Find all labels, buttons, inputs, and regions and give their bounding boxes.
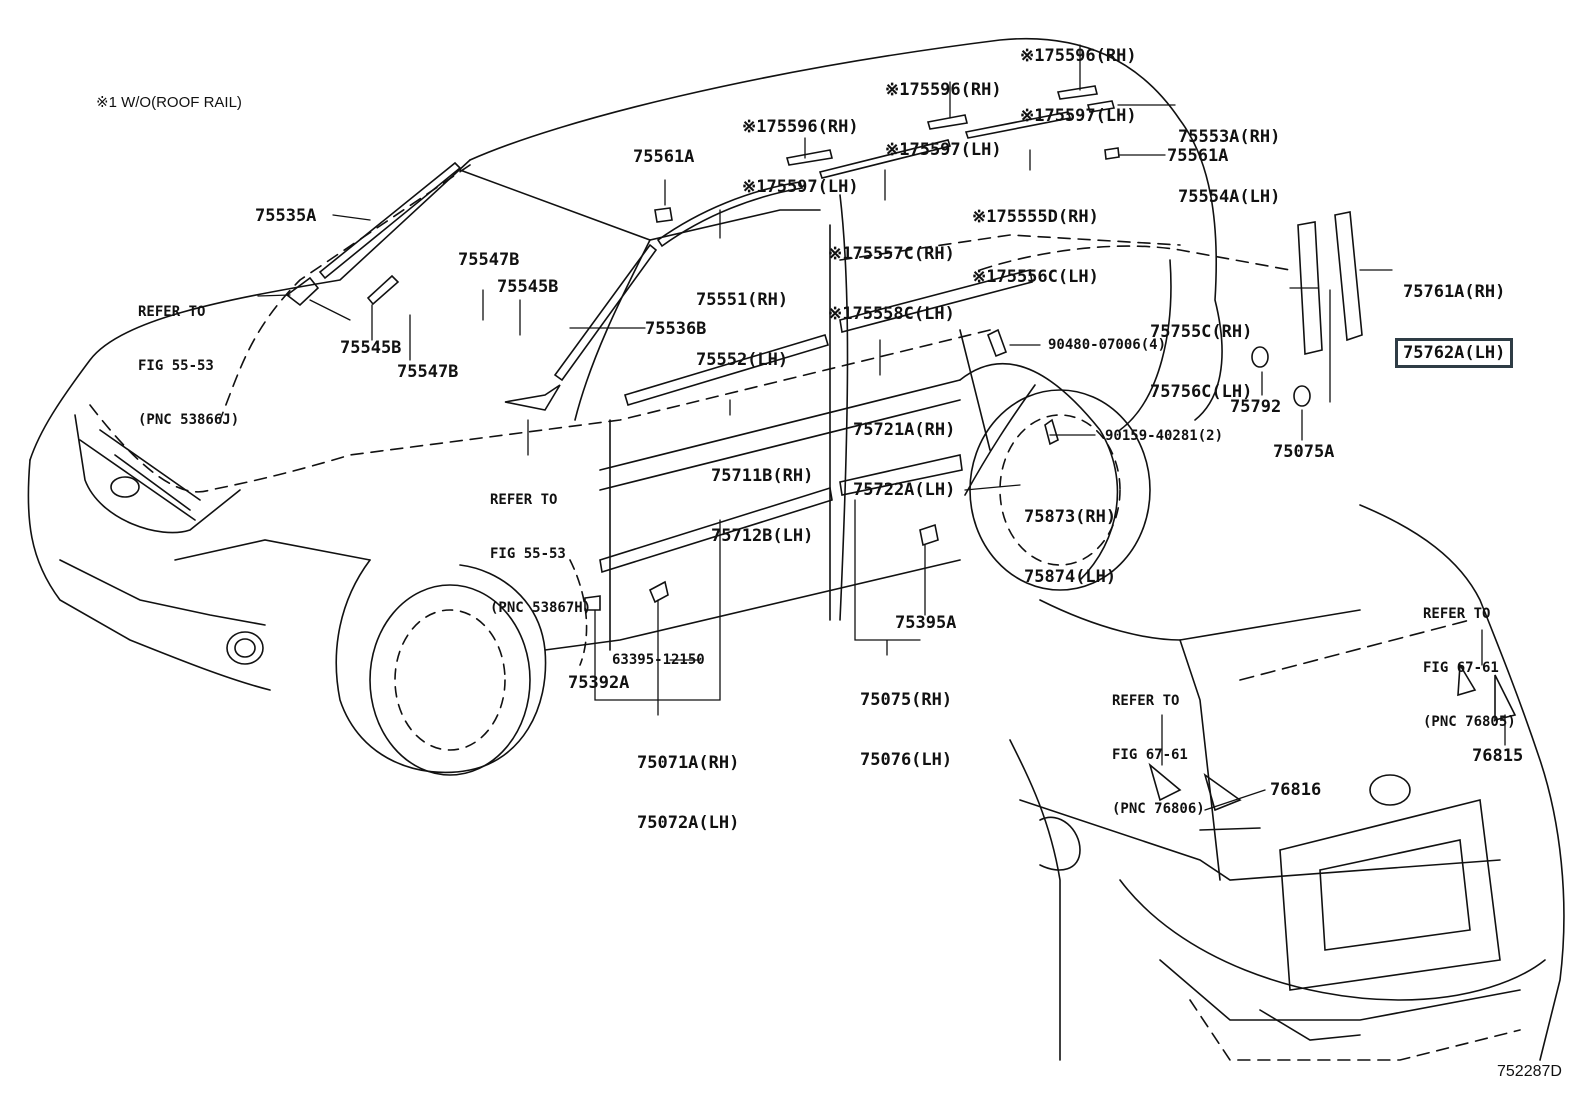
part-label-75721a-75722a[interactable]: 75721A(RH) 75722A(LH) [853,380,955,520]
lh-part: 75554A(LH) [1178,187,1281,207]
refer-line: FIG 55-53 [138,358,214,374]
part-label-75545b-left[interactable]: 75545B [340,338,402,358]
footnote-roof-rail: ※1 W/O(ROOF RAIL) [96,94,242,111]
refer-line: REFER TO [138,304,206,320]
part-label-75071a-75072a[interactable]: 75071A(RH) 75072A(LH) [637,713,739,853]
rh-part: 75721A(RH) [853,420,956,440]
part-label-76816[interactable]: 76816 [1270,780,1322,800]
part-label-75075-75076[interactable]: 75075(RH) 75076(LH) [860,650,952,790]
lh-part: ※175558C(LH) [828,304,955,324]
lh-part-highlighted[interactable]: 75762A(LH) [1394,338,1514,368]
rh-part: 75553A(RH) [1178,127,1281,147]
rh-part: 75873(RH) [1024,507,1117,527]
part-label-75075a[interactable]: 75075A [1273,442,1335,462]
refer-fig-67-61-b[interactable]: REFER TO FIG 67-61 (PNC 76805) [1423,569,1516,749]
part-label-75557c-75558c[interactable]: ※175557C(RH) ※175558C(LH) [828,204,955,344]
lh-part: 75072A(LH) [637,813,740,833]
refer-line: (PNC 76805) [1423,714,1516,730]
rh-part: ※175596(RH) [742,117,859,137]
part-label-75755c-75756c[interactable]: 75755C(RH) 75756C(LH) [1150,282,1252,422]
refer-line: FIG 67-61 [1423,660,1499,676]
refer-fig-67-61-a[interactable]: REFER TO FIG 67-61 (PNC 76806) [1112,656,1205,836]
part-shapes [285,85,1517,831]
lh-part: 75722A(LH) [853,480,956,500]
part-label-63395-12150[interactable]: 63395-12150 [612,652,705,668]
part-label-75551-75552[interactable]: 75551(RH) 75552(LH) [696,250,788,390]
rh-part: ※175557C(RH) [828,244,955,264]
rh-part: 75075(RH) [860,690,953,710]
part-label-75547b-mid[interactable]: 75547B [458,250,520,270]
part-label-75761a-75762a[interactable]: 75761A(RH) 75762A(LH) [1394,242,1514,384]
part-label-75545b-mid[interactable]: 75545B [497,277,559,297]
rh-part: ※175555D(RH) [972,207,1099,227]
rear-view-outline [1009,504,1565,1061]
part-label-75392a[interactable]: 75392A [568,673,630,693]
refer-line: (PNC 53866J) [138,412,240,428]
lh-part: ※175556C(LH) [972,267,1099,287]
lh-part: 75874(LH) [1024,567,1117,587]
rh-part: 75551(RH) [696,290,789,310]
lh-part: 75756C(LH) [1150,382,1253,402]
refer-fig-55-53-b[interactable]: REFER TO FIG 55-53 (PNC 53867H) [490,455,591,635]
part-label-roof-clip-1[interactable]: ※175596(RH) ※175597(LH) [742,77,859,217]
part-label-75553a-75554a[interactable]: 75553A(RH) 75554A(LH) [1178,87,1280,227]
refer-line: REFER TO [1423,606,1491,622]
lh-part: 75552(LH) [696,350,789,370]
lh-part: ※175597(LH) [885,140,1002,160]
part-label-75711b-75712b[interactable]: 75711B(RH) 75712B(LH) [711,426,813,566]
rh-part: 75755C(RH) [1150,322,1253,342]
refer-fig-55-53-a[interactable]: REFER TO FIG 55-53 (PNC 53866J) [138,267,239,447]
part-label-75792[interactable]: 75792 [1230,397,1282,417]
rh-part: 75711B(RH) [711,466,814,486]
part-label-roof-clip-2[interactable]: ※175596(RH) ※175597(LH) [885,40,1002,180]
refer-line: FIG 67-61 [1112,747,1188,763]
part-label-76815[interactable]: 76815 [1472,746,1524,766]
lh-part: ※175597(LH) [742,177,859,197]
part-label-90480-07006[interactable]: 90480-07006(4) [1048,337,1167,353]
rh-part: ※175596(RH) [1020,46,1137,66]
refer-line: REFER TO [490,492,558,508]
illustration-code: 752287D [1497,1063,1562,1080]
part-label-75873-75874[interactable]: 75873(RH) 75874(LH) [1024,467,1116,607]
refer-line: (PNC 53867H) [490,600,592,616]
lh-part: 75712B(LH) [711,526,814,546]
part-label-75547b-left[interactable]: 75547B [397,362,459,382]
part-label-75535a[interactable]: 75535A [255,206,317,226]
part-label-75561a-right[interactable]: 75561A [1167,146,1229,166]
refer-line: REFER TO [1112,693,1180,709]
leader-lines [257,44,1506,811]
refer-line: (PNC 76806) [1112,801,1205,817]
lh-part: ※175597(LH) [1020,106,1137,126]
rh-part: 75071A(RH) [637,753,740,773]
part-label-75395a[interactable]: 75395A [895,613,957,633]
part-label-roof-clip-3[interactable]: ※175596(RH) ※175597(LH) [1020,6,1137,146]
part-label-75536b[interactable]: 75536B [645,319,707,339]
part-label-75555d-75556c[interactable]: ※175555D(RH) ※175556C(LH) [972,167,1099,307]
rh-part: 75761A(RH) [1403,282,1506,302]
refer-line: FIG 55-53 [490,546,566,562]
rh-part: ※175596(RH) [885,80,1002,100]
lh-part: 75076(LH) [860,750,953,770]
part-label-75561a-left[interactable]: 75561A [633,147,695,167]
part-label-90159-40281[interactable]: 90159-40281(2) [1105,428,1224,444]
